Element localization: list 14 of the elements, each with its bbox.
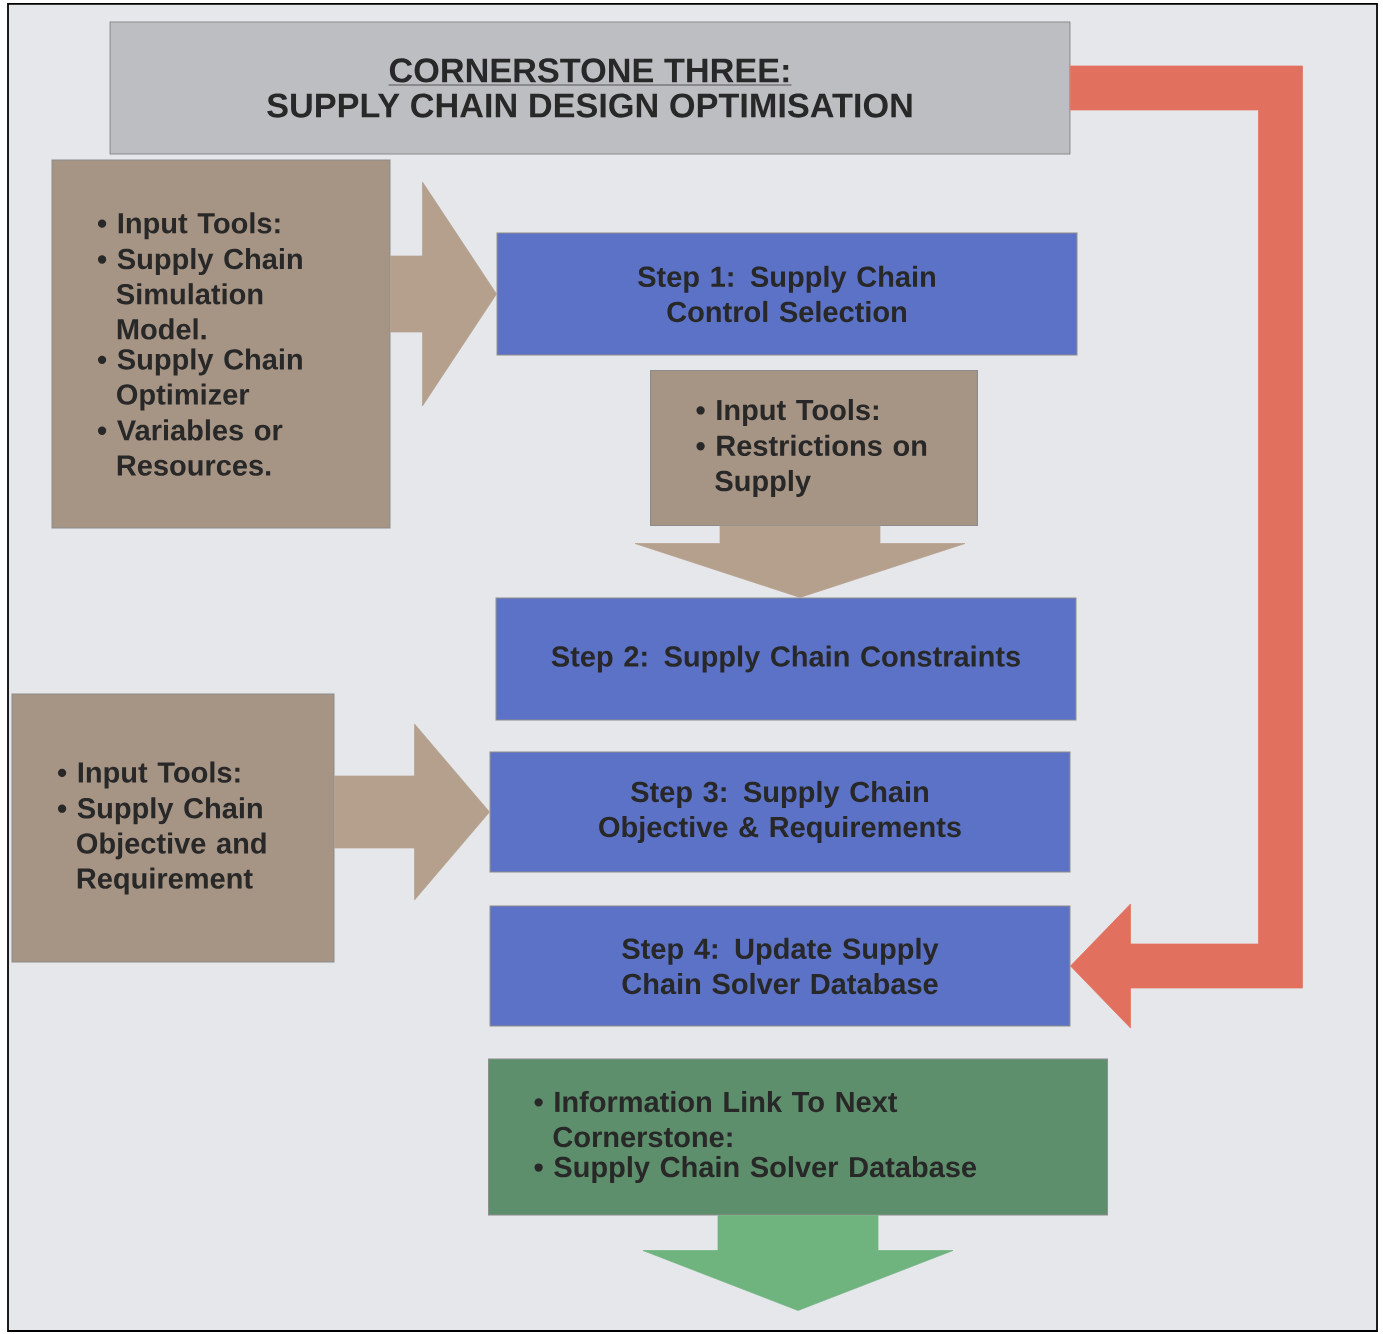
input-box: • Input Tools: • Restrictions on Supply xyxy=(650,370,978,526)
output-box: • Information Link To Next Cornerstone: • Supply Chain Solver Database xyxy=(488,1058,1108,1216)
arrow xyxy=(1070,65,1303,1029)
step-box: Step 3: Supply Chain Objective & Requirements xyxy=(489,751,1071,873)
step-box: Step 4: Update Supply Chain Solver Database xyxy=(489,905,1071,1027)
title-banner: CORNERSTONE THREE: SUPPLY CHAIN DESIGN OPTIMISATION xyxy=(109,21,1071,155)
block-arrow xyxy=(642,1215,954,1311)
block-arrow xyxy=(634,525,966,598)
input-box: • Input Tools: • Supply Chain Simulation Model. • Supply Chain Optimizer • Variables or Resources. xyxy=(51,159,391,529)
input-box: • Input Tools: • Supply Chain Objective and Requirement xyxy=(11,693,335,963)
step-box: Step 2: Supply Chain Constraints xyxy=(495,597,1077,721)
block-arrow xyxy=(390,181,497,407)
step-box: Step 1: Supply Chain Control Selection xyxy=(496,232,1078,356)
block-arrow xyxy=(334,723,490,901)
